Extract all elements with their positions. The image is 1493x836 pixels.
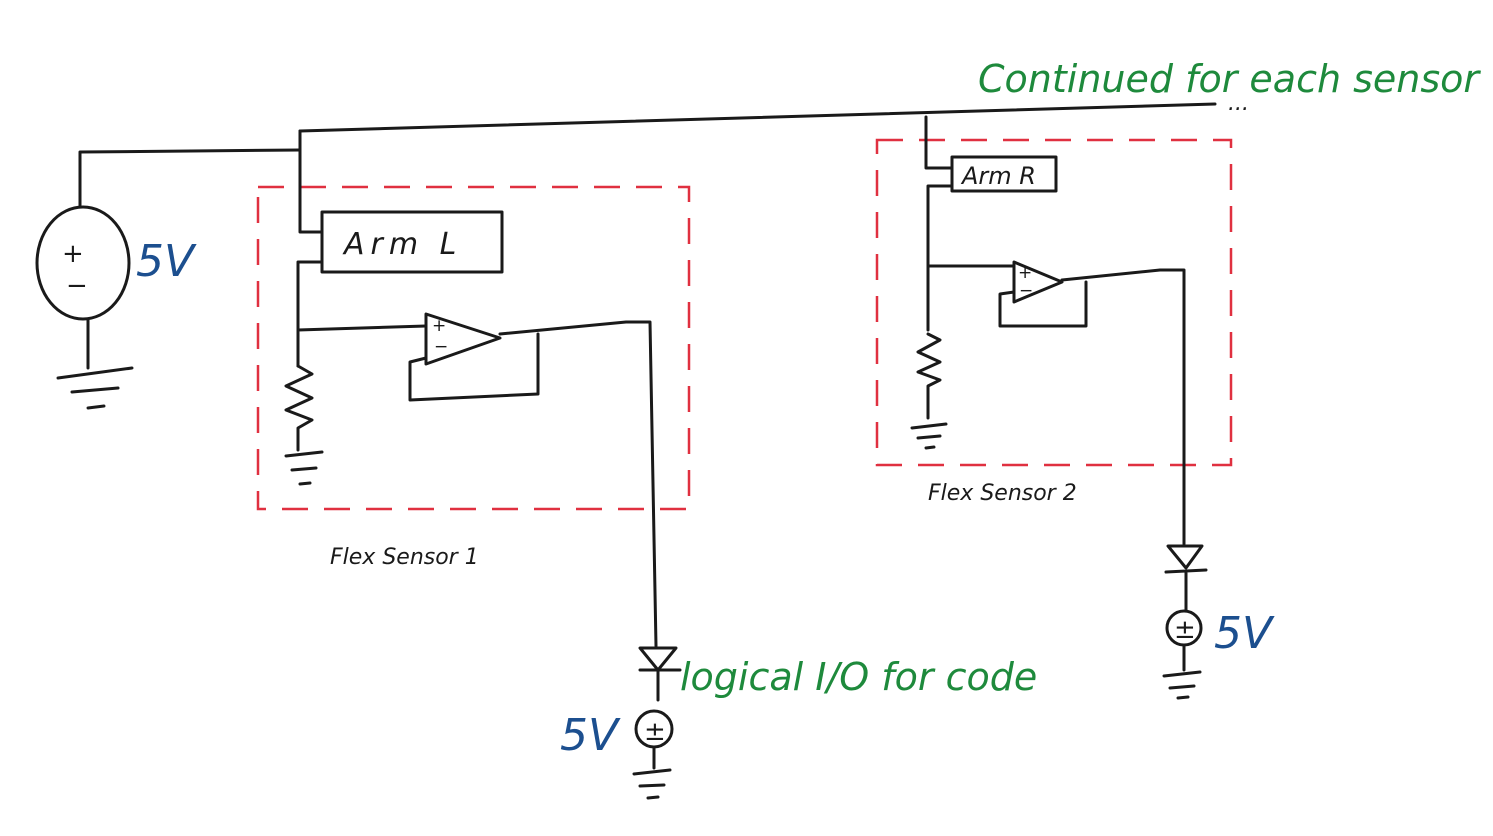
svg-text:−: − (1019, 281, 1033, 301)
flex-sensor-1-boundary (256, 185, 691, 511)
svg-text:Arm R: Arm R (960, 162, 1036, 190)
ground-symbol-sensor2-io (1162, 670, 1202, 700)
power-rail (78, 102, 1217, 209)
op-amp-2: + − (1012, 260, 1064, 304)
sensor2-feed-wire (924, 115, 954, 170)
diode-sensor1 (638, 646, 682, 702)
arm-r-block: Arm R (950, 155, 1058, 193)
svg-text:+: + (62, 239, 84, 269)
voltage-source-sensor2: ± (1165, 609, 1203, 672)
op-amp-1: + − (424, 312, 502, 366)
main-voltage-source: + − (35, 205, 131, 370)
svg-text:Arm L: Arm L (342, 227, 462, 262)
svg-text:+: + (432, 316, 446, 336)
op-amp-2-feedback (998, 280, 1088, 328)
arm-l-block: Arm L (320, 210, 504, 274)
continued-ellipsis: ... (1228, 91, 1249, 116)
ground-symbol-sensor1-io (632, 768, 672, 800)
flex-sensor-2-boundary (875, 138, 1233, 467)
ground-symbol-sensor2 (910, 422, 948, 450)
ground-symbol-sensor1 (284, 450, 324, 486)
sensor2-resistor (916, 332, 942, 420)
logical-io-note: logical I/O for code (680, 655, 1037, 699)
voltage-source-sensor1: ± (634, 709, 674, 770)
continued-note: Continued for each sensor (978, 57, 1481, 101)
sensor1-divider-wire (296, 260, 428, 368)
svg-text:−: − (66, 271, 88, 301)
flex-sensor-2-caption: Flex Sensor 2 (928, 481, 1077, 506)
sensor1-voltage-label: 5V (560, 710, 621, 761)
svg-text:±: ± (644, 717, 666, 747)
svg-text:+: + (1018, 263, 1032, 283)
flex-sensor-1-caption: Flex Sensor 1 (330, 545, 479, 570)
sensor2-divider-wire (926, 184, 1016, 332)
sensor2-output-wire (1060, 268, 1186, 546)
diode-sensor2 (1164, 544, 1208, 612)
sensor1-feed-wire (298, 148, 324, 234)
svg-text:±: ± (1174, 615, 1196, 645)
sensor1-output-wire (498, 320, 658, 648)
svg-text:−: − (434, 337, 448, 357)
ground-symbol-main (56, 366, 134, 410)
sensor2-voltage-label: 5V (1214, 608, 1275, 659)
op-amp-1-feedback (408, 332, 540, 402)
sensor1-resistor (284, 364, 314, 452)
main-voltage-label: 5V (136, 236, 197, 287)
